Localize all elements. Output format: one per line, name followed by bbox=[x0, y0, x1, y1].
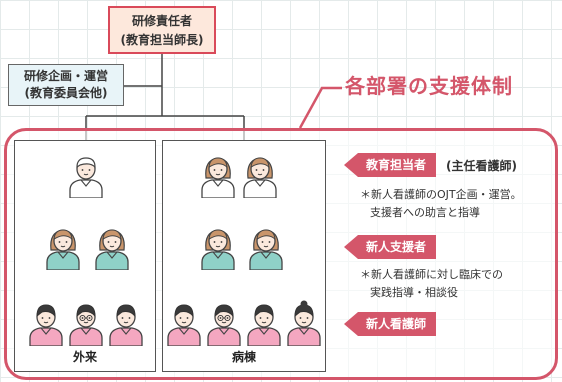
supporter-outpatient-1 bbox=[46, 229, 80, 270]
training-director-title: 研修責任者 bbox=[131, 14, 192, 28]
supporter-ward-2 bbox=[249, 229, 283, 270]
training-planning-role: (教育委員会他) bbox=[24, 86, 108, 100]
training-director-role: (教育担当師長) bbox=[120, 33, 204, 47]
role-note-supporter-2: 実践指導・相談役 bbox=[370, 286, 458, 299]
new-nurse-outpatient-1 bbox=[29, 304, 63, 346]
role-sub-educator: (主任看護師) bbox=[446, 159, 517, 173]
educator-ward-1 bbox=[201, 157, 235, 198]
new-nurse-ward-4 bbox=[287, 300, 321, 346]
educator-ward-2 bbox=[243, 157, 277, 198]
section-heading: 各部署の支援体制 bbox=[345, 74, 513, 98]
new-nurse-ward-1 bbox=[167, 304, 201, 346]
role-note-educator-1: ＊新人看護師のOJT企画・運営。 bbox=[360, 188, 522, 201]
new-nurse-ward-3 bbox=[247, 304, 281, 346]
training-planning-box: 研修企画・運営 (教育委員会他) bbox=[8, 64, 124, 106]
role-tag-educator: 教育担当者 bbox=[344, 153, 437, 177]
new-nurse-outpatient-3 bbox=[109, 304, 143, 346]
ward-label: 病棟 bbox=[231, 350, 256, 364]
role-note-supporter-1: ＊新人看護師に対し臨床での bbox=[360, 268, 503, 281]
role-note-educator-2: 支援者への助言と指導 bbox=[370, 206, 480, 219]
training-planning-title: 研修企画・運営 bbox=[23, 69, 108, 83]
role-tag-new-nurse: 新人看護師 bbox=[344, 312, 437, 336]
supporter-ward-1 bbox=[201, 229, 235, 270]
training-director-box: 研修責任者 (教育担当師長) bbox=[108, 6, 216, 54]
role-tag-supporter: 新人支援者 bbox=[344, 235, 437, 259]
educator-outpatient bbox=[69, 157, 103, 198]
heading-pointer-line bbox=[298, 86, 342, 129]
supporter-outpatient-2 bbox=[95, 229, 129, 270]
new-nurse-ward-2 bbox=[207, 304, 241, 346]
outpatient-label: 外来 bbox=[72, 350, 97, 364]
new-nurse-outpatient-2 bbox=[69, 304, 103, 346]
